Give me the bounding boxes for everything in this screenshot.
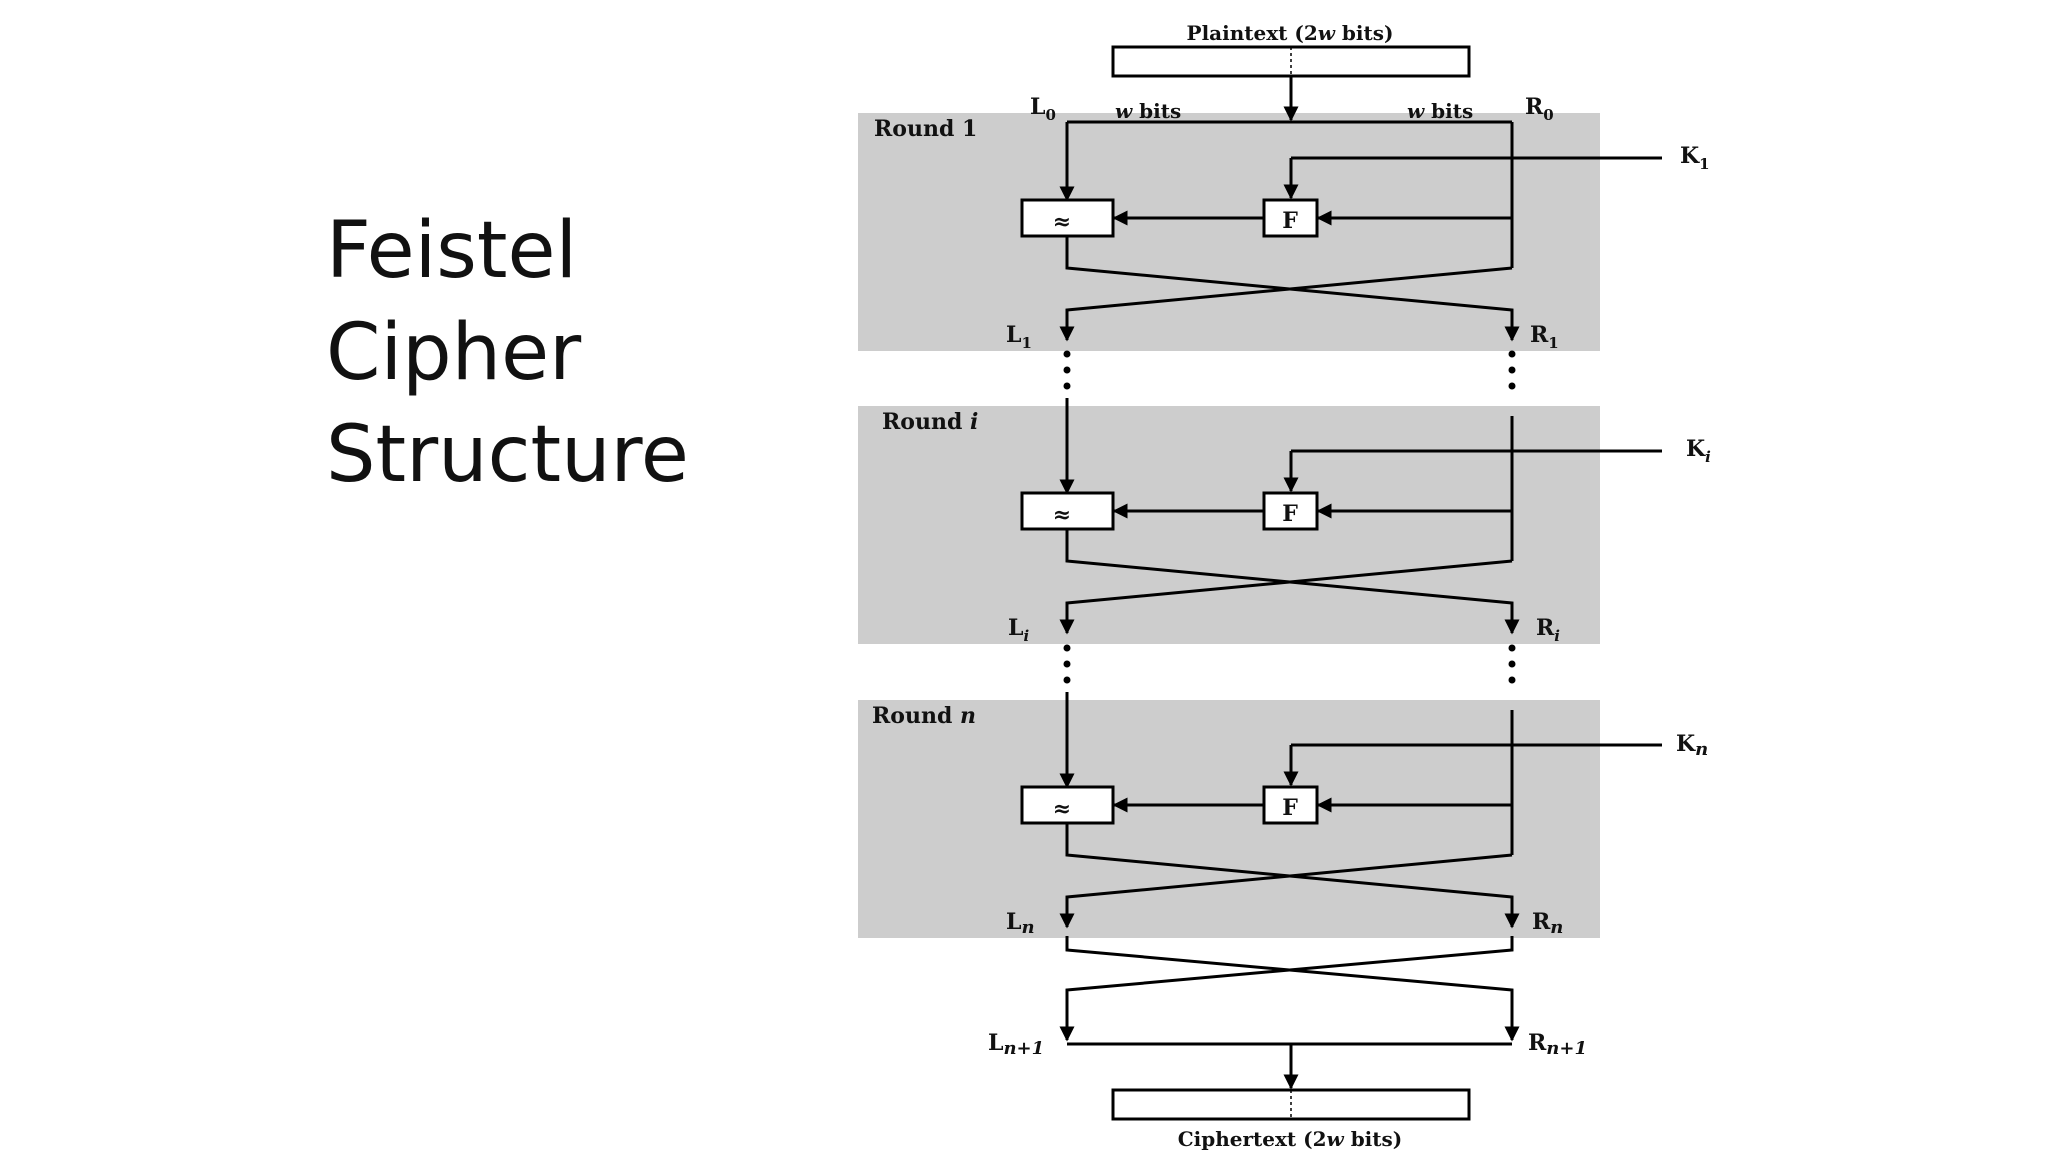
w-bits-right: w bits bbox=[1407, 99, 1473, 123]
r1-f-label: F bbox=[1282, 208, 1298, 234]
final-swap-b bbox=[1059, 936, 1514, 1042]
w-bits-left: w bits bbox=[1115, 99, 1181, 123]
title-line-2: Cipher bbox=[326, 308, 582, 398]
rn1-label: Rn+1 bbox=[1528, 1030, 1587, 1059]
r1-cross-b bbox=[1059, 266, 1513, 342]
r1-xor-symbol: ≈ bbox=[1053, 209, 1071, 235]
r0-label: R0 bbox=[1525, 94, 1554, 124]
dots-right-1 bbox=[1508, 350, 1516, 390]
l1-label: L1 bbox=[1006, 322, 1032, 352]
ri-xor-box bbox=[1020, 491, 1115, 531]
ln1-label: Ln+1 bbox=[988, 1030, 1044, 1059]
ciphertext-label: Ciphertext (2w bits) bbox=[1178, 1127, 1403, 1151]
l0-label: L0 bbox=[1030, 94, 1056, 124]
ri-label: Ri bbox=[1536, 615, 1560, 645]
slide-title: Feistel Cipher Structure bbox=[326, 200, 786, 506]
rn-label: Rn bbox=[1532, 909, 1563, 938]
ri-cross-b bbox=[1059, 559, 1513, 635]
ri-f-label: F bbox=[1282, 501, 1298, 527]
dots-left-1 bbox=[1063, 350, 1071, 390]
li-label: Li bbox=[1008, 615, 1029, 645]
dots-left-2 bbox=[1063, 644, 1071, 684]
rn-f-label: F bbox=[1282, 795, 1298, 821]
plaintext-label: Plaintext (2w bits) bbox=[1187, 21, 1394, 45]
round-i-label: Round i bbox=[882, 409, 978, 435]
title-line-1: Feistel bbox=[326, 206, 578, 296]
title-line-3: Structure bbox=[326, 410, 689, 500]
ln-label: Ln bbox=[1006, 909, 1035, 938]
r1-f-box bbox=[1262, 198, 1319, 238]
ki-label: Ki bbox=[1686, 436, 1711, 466]
rn-xor-box bbox=[1020, 785, 1115, 825]
k1-label: K1 bbox=[1680, 143, 1710, 173]
rn-xor-symbol: ≈ bbox=[1053, 796, 1071, 822]
rn-cross-b bbox=[1059, 853, 1513, 929]
round-1-panel bbox=[858, 113, 1600, 351]
round-n-label: Round n bbox=[872, 703, 976, 729]
ri-xor-symbol: ≈ bbox=[1053, 502, 1071, 528]
final-swap-a bbox=[1065, 936, 1520, 1042]
dots-right-2 bbox=[1508, 644, 1516, 684]
round-n-panel bbox=[858, 700, 1600, 938]
round-1-label: Round 1 bbox=[874, 116, 977, 142]
kn-label: Kn bbox=[1676, 731, 1708, 760]
round-i-panel bbox=[858, 406, 1600, 644]
r1-label: R1 bbox=[1530, 322, 1559, 352]
